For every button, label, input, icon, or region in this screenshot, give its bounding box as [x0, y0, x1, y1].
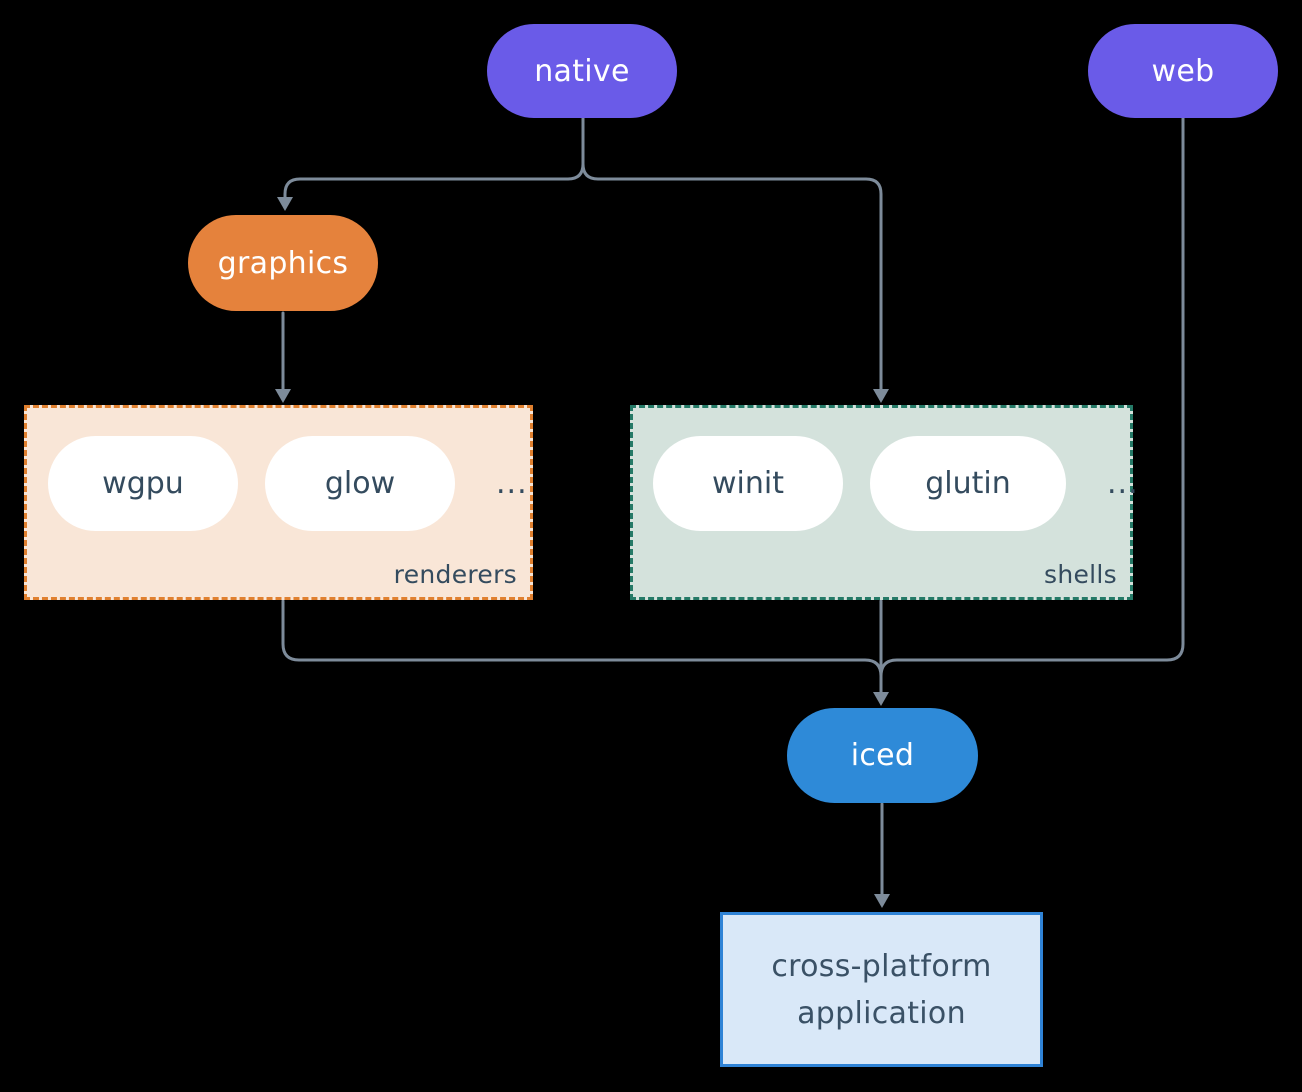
- group-shells: winit glutin ... shells: [630, 405, 1138, 600]
- renderers-ellipsis: ...: [496, 466, 528, 501]
- node-iced: iced: [787, 708, 978, 803]
- edge-native-to-graphics: [283, 116, 585, 200]
- node-glutin: glutin: [870, 436, 1066, 531]
- node-glutin-label: glutin: [925, 466, 1011, 501]
- edge-renderers-to-merge: [281, 599, 883, 678]
- app-label-line2: application: [797, 995, 966, 1031]
- node-iced-label: iced: [850, 738, 915, 773]
- node-native: native: [487, 24, 677, 118]
- connector-lines: [281, 116, 1185, 897]
- group-renderers: wgpu glow ... renderers: [24, 405, 533, 600]
- node-graphics-label: graphics: [217, 245, 349, 281]
- shells-row: winit glutin ...: [633, 436, 1139, 531]
- arrowhead-renderers: [275, 389, 291, 403]
- renderers-group-label: renderers: [393, 560, 517, 589]
- arrowhead-graphics: [277, 197, 293, 211]
- arrowheads: [275, 197, 890, 908]
- node-glow: glow: [265, 436, 455, 531]
- arrowhead-shells: [873, 389, 889, 403]
- node-cross-platform-application: cross-platform application: [720, 912, 1043, 1067]
- app-label-line1: cross-platform: [771, 948, 992, 984]
- node-wgpu-label: wgpu: [102, 466, 184, 501]
- node-winit: winit: [653, 436, 843, 531]
- edge-web-to-merge: [879, 116, 1185, 678]
- arrowhead-iced: [873, 692, 889, 706]
- arrowhead-app: [874, 894, 890, 908]
- node-web: web: [1088, 24, 1278, 118]
- edge-native-to-shells: [581, 116, 883, 392]
- node-glow-label: glow: [324, 466, 396, 501]
- renderers-row: wgpu glow ...: [27, 436, 528, 531]
- node-web-label: web: [1151, 53, 1215, 89]
- shells-group-label: shells: [1044, 560, 1117, 589]
- node-native-label: native: [534, 53, 630, 89]
- shells-ellipsis: ...: [1107, 466, 1139, 501]
- node-winit-label: winit: [712, 466, 784, 501]
- node-wgpu: wgpu: [48, 436, 238, 531]
- node-graphics: graphics: [188, 215, 378, 311]
